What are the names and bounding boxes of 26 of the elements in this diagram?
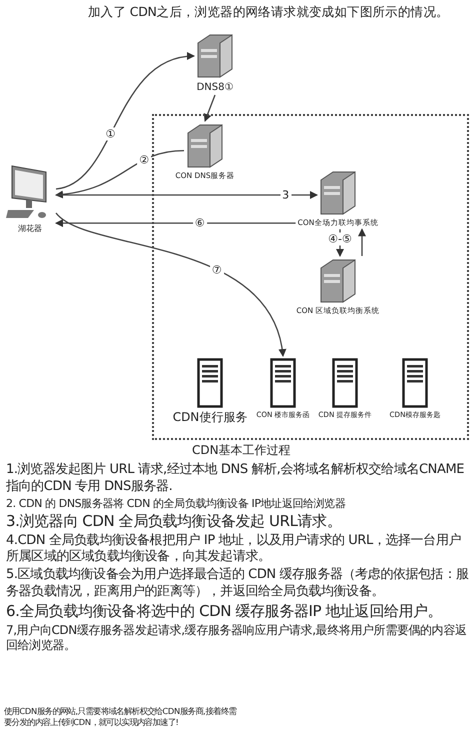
computer-label: 湖花器 [18, 225, 42, 234]
step-text: 1.浏览器发起图片 URL 请求,经过本地 DNS 解析,会将域名解析权交给域名CNAME 指向的CDN 专用 DNS服务器. [6, 462, 466, 496]
step-text: 4.CDN 全局负载均衡设备根把用户 IP 地址，以及用户请求的 URL，选择一台用户所属区域的区域负载均衡设备，向其发起请求。 [6, 532, 462, 566]
edge-label: ② [137, 153, 152, 166]
step-text: 3.浏览器向 CDN 全局负载均衡设备发起 URL请求。 [6, 512, 342, 532]
heading-text: 加入了 CDN之后，浏览器的网络请求就变成如下图所示的情况。 [88, 4, 449, 21]
arrow [204, 94, 216, 122]
edge-label: ① [104, 128, 118, 141]
footnote-text: 使用CDN服务的网站,只需要将域名解析权交给CDN服务商,接着终需要分发的内容上传到CDN，就可以实现内容加速了! [4, 706, 238, 728]
step-text: 7,用户向CDN缓存服务器发起请求,缓存服务器响应用户请求,最终将用户所需要偶的内容返回给浏览器。 [6, 622, 468, 654]
arrow [56, 53, 195, 190]
arrow [55, 219, 296, 228]
edge-label: ⑥ [192, 216, 207, 230]
step-text: 6.全局负载均衡设备将选中的 CDN 缓存服务器IP 地址返回给用户。 [6, 602, 444, 622]
arrow [55, 150, 184, 198]
server-label: CDN使行服务 [172, 411, 248, 424]
server-label: DNS8① [196, 82, 234, 93]
arrow [56, 212, 286, 357]
step-text: 5.区域负载均衡设备会为用户选择最合适的 CDN 缓存服务器（考虑的依据包括：服务器负载情况，距离用户的距离等），并返回给全局负载均衡设备。 [6, 567, 470, 602]
arrow [358, 228, 366, 256]
step-text: 2. CDN 的 DNS服务器将 CDN 的全局负载均衡设备 IP地址返回给浏览器 [6, 496, 346, 512]
arrow [56, 191, 318, 199]
edge-label: 3 [280, 188, 292, 202]
edge-label: ⑦ [210, 263, 224, 276]
edge-label: ④-⑤ [326, 232, 354, 246]
group-caption: CDN基本工作过程 [192, 444, 291, 458]
